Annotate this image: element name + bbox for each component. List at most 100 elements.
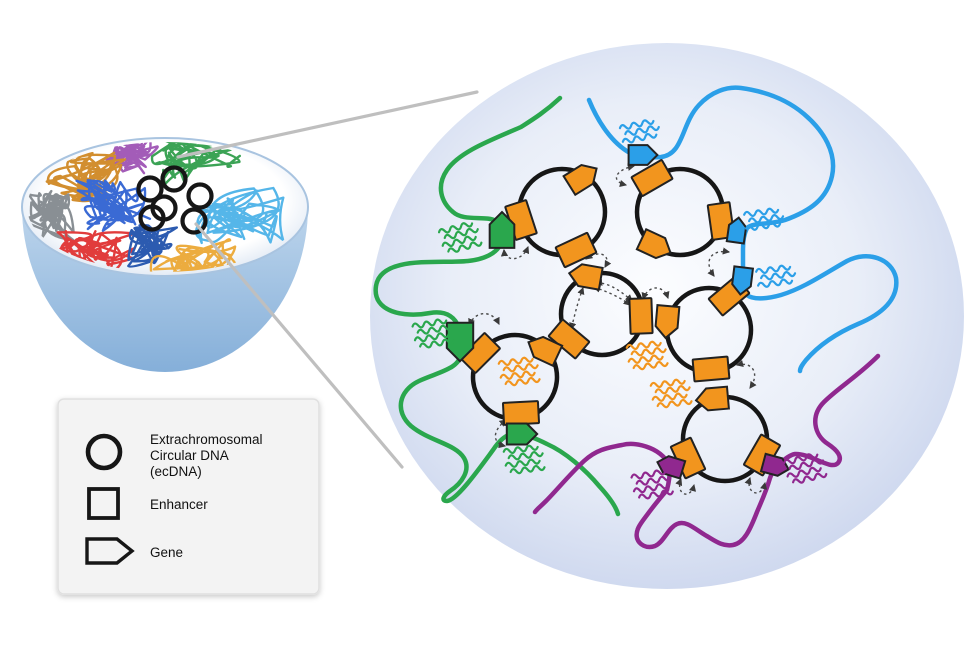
- legend-enhancer-label: Enhancer: [150, 497, 208, 512]
- enhancer-box: [554, 231, 598, 269]
- gene-arrow-orange: [527, 335, 564, 368]
- transcript-squiggle: [618, 119, 655, 130]
- gene-arrow-orange: [635, 227, 672, 260]
- gene-arrow-green: [505, 422, 539, 446]
- callout-lines: [176, 90, 479, 469]
- transcript-squiggle: [649, 378, 686, 389]
- transcript-squiggle: [760, 271, 797, 281]
- nucleus-ecdna-circle: [186, 182, 214, 210]
- transcript-squiggle: [632, 360, 669, 371]
- transcript-squiggle: [783, 453, 819, 465]
- enhancer-gene-arrow: [585, 252, 612, 268]
- transcript-squiggle-set: [437, 222, 483, 253]
- callout-line-bottom: [194, 222, 404, 469]
- transcript-squiggle-set: [497, 356, 541, 387]
- transcript-squiggle: [497, 356, 534, 367]
- rna-transcripts: [411, 119, 828, 500]
- transcript-squiggle: [624, 125, 660, 136]
- transcript-squiggle: [411, 318, 448, 329]
- nucleus-ecdna-circle: [138, 204, 166, 232]
- chromosome-territory-red: [54, 230, 136, 272]
- transcript-squiggle-set: [630, 469, 674, 500]
- chromosome-territory-darkblue: [127, 224, 178, 268]
- transcript-squiggle: [632, 483, 669, 494]
- chromosome-territory-purple: [105, 142, 159, 175]
- nucleus-ecdna-circle: [136, 175, 164, 203]
- enhancer-gene-arrow: [735, 359, 757, 389]
- transcript-squiggle: [635, 475, 672, 486]
- gene-arrow-orange: [567, 263, 604, 291]
- transcript-squiggle: [788, 459, 825, 471]
- transcript-squiggle: [638, 489, 674, 500]
- transcript-squiggle: [416, 324, 453, 335]
- gene-arrows: [445, 144, 791, 480]
- enhancer-box: [628, 297, 654, 335]
- transcript-squiggle: [748, 214, 785, 224]
- transcript-squiggle: [437, 222, 474, 234]
- legend-gene-label: Gene: [150, 545, 183, 560]
- transcript-squiggle-set: [502, 444, 546, 475]
- transcript-squiggle: [745, 221, 782, 231]
- gene-arrow-blue: [725, 216, 748, 245]
- legend: Extrachromosomal Circular DNA (ecDNA) En…: [57, 398, 320, 595]
- transcript-squiggle: [621, 133, 658, 144]
- enhancer-gene-arrow: [675, 477, 697, 495]
- enhancer-gene-arrow: [468, 312, 500, 326]
- transcript-squiggle: [627, 354, 664, 364]
- transcript-squiggle: [630, 469, 667, 480]
- transcript-squiggle-set: [625, 340, 669, 371]
- gene-arrow-blue: [627, 144, 659, 166]
- nucleus-illustration: [21, 137, 309, 372]
- gene-arrow-blue: [731, 265, 755, 296]
- chromosome-territory-blue: [75, 179, 152, 232]
- transcript-squiggle: [413, 332, 450, 343]
- gene-arrow-orange: [654, 304, 681, 340]
- transcript-squiggle: [743, 207, 780, 217]
- gene-symbol-icon: [85, 537, 135, 565]
- enhancer-gene-arrow: [744, 476, 768, 494]
- transcript-squiggle-set: [755, 264, 797, 288]
- gene-arrow-green: [488, 210, 516, 249]
- gene-arrow-purple: [759, 452, 791, 477]
- transcript-squiggle: [654, 385, 691, 395]
- enhancer-box: [630, 159, 674, 197]
- transcript-squiggle: [630, 347, 667, 357]
- transcript-squiggle-set: [743, 207, 785, 231]
- transcript-squiggle: [786, 466, 822, 478]
- gene-arrow-orange: [562, 163, 598, 197]
- enhancer-box: [691, 355, 731, 383]
- gene-arrow-orange: [694, 385, 730, 412]
- transcript-squiggle: [656, 398, 693, 409]
- chromosome-strand-purple: [532, 353, 881, 550]
- transcript-squiggle: [502, 363, 539, 373]
- transcript-squiggle: [502, 444, 539, 455]
- transcript-squiggle: [419, 338, 455, 349]
- transcript-squiggle-set: [649, 378, 693, 409]
- transcript-squiggle: [792, 472, 828, 484]
- ecdna-symbol-icon: [85, 433, 123, 471]
- chromosome-territory-gray: [27, 189, 75, 243]
- enhancer-symbol-icon: [87, 487, 120, 520]
- chromosome-territory-green: [150, 142, 241, 186]
- enhancer-gene-arrow: [641, 287, 670, 301]
- transcript-squiggle: [507, 451, 544, 461]
- enhancer-box: [501, 400, 541, 426]
- legend-ecdna-label-line2: Circular DNA: [150, 448, 229, 463]
- nucleus-ecdna-cluster: [136, 165, 214, 235]
- nucleus-ecdna-circle: [180, 207, 208, 235]
- transcript-squiggle: [441, 235, 477, 248]
- transcript-squiggle: [504, 376, 541, 387]
- transcript-squiggle: [651, 392, 688, 402]
- transcript-squiggle: [755, 264, 792, 274]
- transcript-squiggle: [447, 241, 483, 253]
- chromosome-territory-ochre: [45, 151, 127, 203]
- gene-arrow-green: [445, 321, 475, 363]
- chromosome-territories: [27, 142, 285, 272]
- nucleus-ecdna-circle: [160, 165, 188, 193]
- transcript-squiggle: [509, 464, 546, 475]
- transcript-squiggle: [443, 227, 479, 240]
- legend-ecdna-label-line3: (ecDNA): [150, 464, 202, 479]
- legend-ecdna-label-line1: Extrachromosomal: [150, 432, 263, 447]
